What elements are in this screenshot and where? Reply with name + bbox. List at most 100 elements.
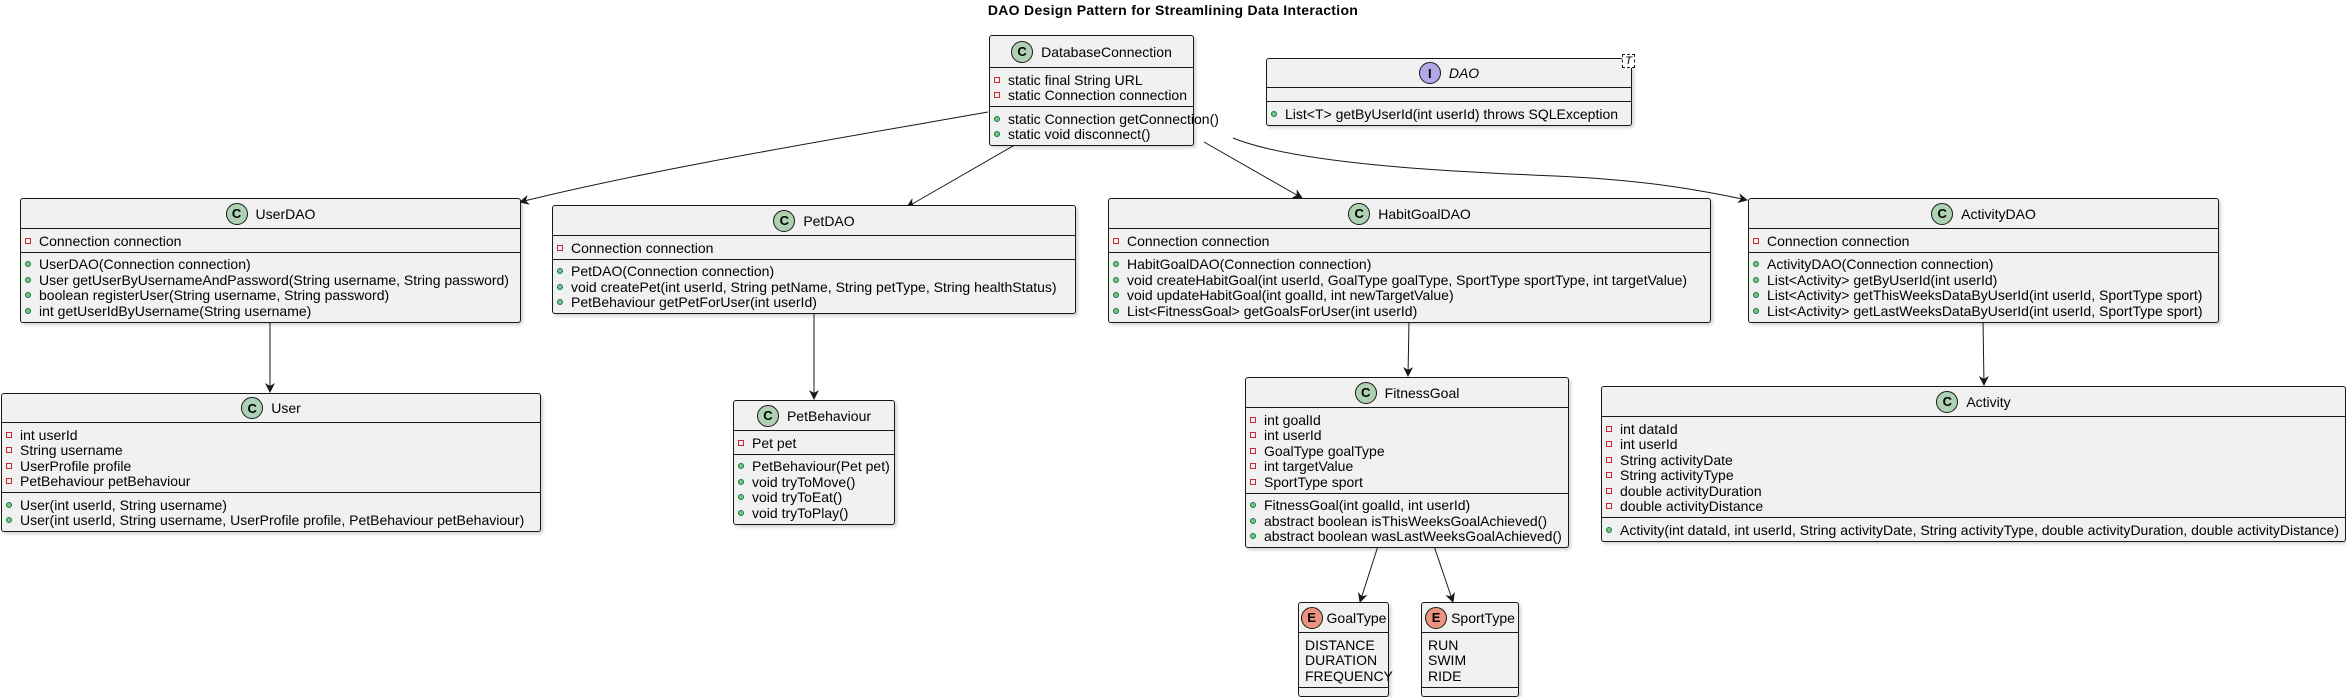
fields-section	[1267, 88, 1631, 101]
field-row: GoalType goalType	[1250, 443, 1564, 459]
private-visibility-icon	[1753, 237, 1759, 244]
method-text: List<Activity> getLastWeeksDataByUserId(…	[1767, 302, 2203, 319]
class-icon: C	[1936, 390, 1959, 413]
field-row: Connection connection	[1113, 233, 1706, 249]
method-text: boolean registerUser(String username, St…	[39, 287, 390, 304]
field-row: Connection connection	[1753, 233, 2214, 249]
type-parameter: T	[1622, 54, 1635, 68]
class-header: C ActivityDAO	[1749, 199, 2218, 229]
methods-section: Activity(int dataId, int userId, String …	[1602, 517, 2345, 541]
relation-habitgoaldao-fitnessgoal	[1403, 320, 1414, 377]
method-row: abstract boolean wasLastWeeksGoalAchieve…	[1250, 528, 1564, 544]
enum-value: RIDE	[1428, 667, 1462, 684]
field-text: int userId	[1620, 436, 1678, 453]
field-row: double activityDistance	[1606, 498, 2341, 514]
class-icon: C	[1931, 202, 1954, 225]
field-text: String activityType	[1620, 467, 1734, 484]
methods-section: List<T> getByUserId(int userId) throws S…	[1267, 101, 1631, 125]
class-header: E SportType	[1422, 603, 1518, 633]
field-row: int dataId	[1606, 421, 2341, 437]
values-section: DISTANCE DURATION FREQUENCY	[1299, 633, 1393, 687]
method-text: void updateHabitGoal(int goalId, int new…	[1127, 287, 1454, 304]
class-header: E GoalType	[1299, 603, 1388, 633]
field-row: Connection connection	[25, 233, 516, 249]
field-row: String username	[6, 442, 536, 458]
fields-section: Connection connection	[1109, 229, 1710, 252]
public-visibility-icon	[1113, 261, 1119, 268]
class-name: ActivityDAO	[1961, 205, 2036, 222]
method-row: List<Activity> getLastWeeksDataByUserId(…	[1753, 303, 2214, 319]
class-user: C User int userId String username UserPr…	[1, 393, 541, 532]
class-petdao: C PetDAO Connection connection PetDAO(Co…	[552, 205, 1076, 314]
class-name: HabitGoalDAO	[1378, 205, 1471, 222]
private-visibility-icon	[25, 237, 31, 244]
fields-section: Pet pet	[734, 431, 894, 454]
method-row: void tryToPlay()	[738, 505, 890, 521]
field-text: UserProfile profile	[20, 457, 132, 474]
methods-section	[1299, 686, 1388, 696]
private-visibility-icon	[1606, 472, 1612, 479]
public-visibility-icon	[557, 268, 563, 275]
public-visibility-icon	[738, 463, 744, 470]
fields-section: Connection connection	[21, 229, 520, 252]
method-row: User(int userId, String username, UserPr…	[6, 512, 536, 528]
method-text: PetBehaviour(Pet pet)	[752, 458, 890, 475]
method-text: HabitGoalDAO(Connection connection)	[1127, 256, 1372, 273]
relation-databaseconnection-habitgoaldao	[1203, 141, 1303, 199]
private-visibility-icon	[1250, 463, 1256, 470]
field-row: SportType sport	[1250, 474, 1564, 490]
method-text: void tryToMove()	[752, 473, 856, 490]
fields-section: Connection connection	[1749, 229, 2218, 252]
method-text: List<FitnessGoal> getGoalsForUser(int us…	[1127, 302, 1418, 319]
private-visibility-icon	[994, 76, 1000, 83]
method-row: void tryToMove()	[738, 474, 890, 490]
method-text: User(int userId, String username)	[20, 496, 227, 513]
class-icon: C	[225, 202, 248, 225]
method-row: void updateHabitGoal(int goalId, int new…	[1113, 287, 1706, 304]
method-text: List<T> getByUserId(int userId) throws S…	[1285, 105, 1619, 122]
method-row: PetBehaviour(Pet pet)	[738, 458, 890, 475]
field-text: Pet pet	[752, 434, 797, 451]
method-row: int getUserIdByUsername(String username)	[25, 303, 516, 319]
class-header: C Activity	[1602, 387, 2345, 417]
methods-section: ActivityDAO(Connection connection) List<…	[1749, 251, 2218, 322]
public-visibility-icon	[1113, 292, 1119, 299]
class-activity: C Activity int dataId int userId String …	[1601, 386, 2346, 542]
public-visibility-icon	[1113, 307, 1119, 314]
enum-icon: E	[1300, 606, 1323, 629]
field-row: UserProfile profile	[6, 458, 536, 474]
class-name: PetDAO	[803, 212, 855, 229]
method-row: void createHabitGoal(int userId, GoalTyp…	[1113, 272, 1706, 288]
class-name: DAO	[1448, 65, 1480, 81]
method-row: List<Activity> getByUserId(int userId)	[1753, 272, 2214, 288]
field-row: Pet pet	[738, 435, 890, 451]
field-row: int targetValue	[1250, 458, 1564, 474]
public-visibility-icon	[25, 292, 31, 299]
relation-databaseconnection-userdao	[519, 111, 989, 205]
class-header: C User	[2, 394, 540, 423]
field-text: Connection connection	[1767, 232, 1910, 249]
field-row: String activityType	[1606, 467, 2341, 484]
method-text: ActivityDAO(Connection connection)	[1767, 256, 1994, 273]
public-visibility-icon	[994, 115, 1000, 122]
class-icon: C	[1348, 202, 1371, 225]
method-row: User(int userId, String username)	[6, 497, 536, 513]
class-header: C PetDAO	[553, 206, 1075, 236]
public-visibility-icon	[557, 299, 563, 306]
field-text: GoalType goalType	[1264, 442, 1385, 459]
fields-section: static final String URL static Connectio…	[990, 68, 1193, 106]
fields-section: Connection connection	[553, 236, 1075, 259]
field-row: int userId	[1250, 427, 1564, 443]
class-name: SportType	[1451, 609, 1515, 626]
class-petbehaviour: C PetBehaviour Pet pet PetBehaviour(Pet …	[733, 400, 895, 525]
field-row: int userId	[6, 427, 536, 443]
class-name: GoalType	[1326, 609, 1387, 626]
class-icon: C	[1354, 381, 1377, 404]
method-text: PetBehaviour getPetForUser(int userId)	[571, 294, 817, 311]
field-text: int goalId	[1264, 411, 1321, 428]
class-header: C PetBehaviour	[734, 401, 894, 431]
field-text: double activityDuration	[1620, 482, 1762, 499]
class-name: PetBehaviour	[786, 407, 872, 424]
enum-value: RUN	[1428, 636, 1459, 653]
private-visibility-icon	[1250, 432, 1256, 439]
